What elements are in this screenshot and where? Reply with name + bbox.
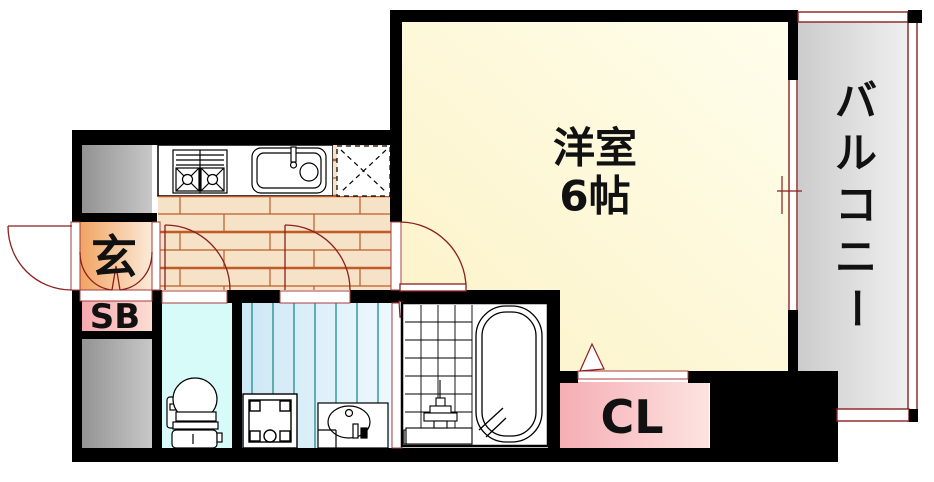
toilet-door-opening [161,290,228,304]
entry-door-swing [7,225,73,291]
entrance-floor [80,222,152,290]
balcony-char-3: コ [835,181,877,230]
refrigerator-space-icon [336,145,391,197]
balcony-char-2: ル [835,129,877,178]
utility-gray-block-bottom [80,339,152,448]
bathroom-door-strip [391,302,403,449]
balcony-char-5: ー [832,287,881,329]
door-swings [7,221,467,292]
shoe-box-label: SB [90,297,140,337]
bathroom-unit [400,301,550,448]
closet-door-panel [577,370,689,380]
vanity-sink-icon [317,402,389,449]
entry-door-opening [70,221,81,291]
walls [72,10,838,462]
entrance-label: 玄 [91,230,137,284]
closet-folding-door-icon [579,342,605,372]
door-openings [70,221,689,449]
closet-label: CL [600,390,663,444]
entrance-fan-arcs [79,251,153,291]
utility-gray-block-top [82,142,152,213]
bathtub-icon [475,305,543,443]
balcony-corner-post-bottom [909,409,918,422]
western-room-door-swing [399,221,467,292]
balcony-floor [798,22,908,409]
toilet-icon [166,377,223,449]
room-door-opening [390,221,402,291]
entrance-step-strip [151,221,161,291]
gas-stove-icon [172,149,228,194]
closet-floor [560,382,709,450]
washroom-door-swing [284,224,351,291]
balcony-corner-post-top [908,10,922,23]
balcony-char-1: バ [835,77,877,126]
washing-machine-pan-icon [242,393,298,449]
shoe-box-area [80,301,152,331]
balcony-char-4: ニ [835,233,877,282]
western-room-label: 洋室 [553,124,637,173]
balcony-label: バ ル コ ニ ー [832,77,881,330]
balcony-railing-bottom [836,408,910,422]
balcony-railing-right [907,11,918,422]
western-room-size-label: 6帖 [559,172,630,221]
kitchen-sink-icon [251,146,327,194]
balcony-railing-top [797,11,909,23]
balcony-window [777,80,802,310]
shower-faucet-icon [423,380,458,429]
shoe-box-divider [79,289,153,302]
hallway-floor [158,196,392,290]
window-meeting-stile [777,176,802,214]
washroom-door-opening [279,290,351,304]
toilet-door-swing [164,224,231,291]
bathtub-handle [478,407,507,438]
bathroom-tile-grid [405,305,473,444]
